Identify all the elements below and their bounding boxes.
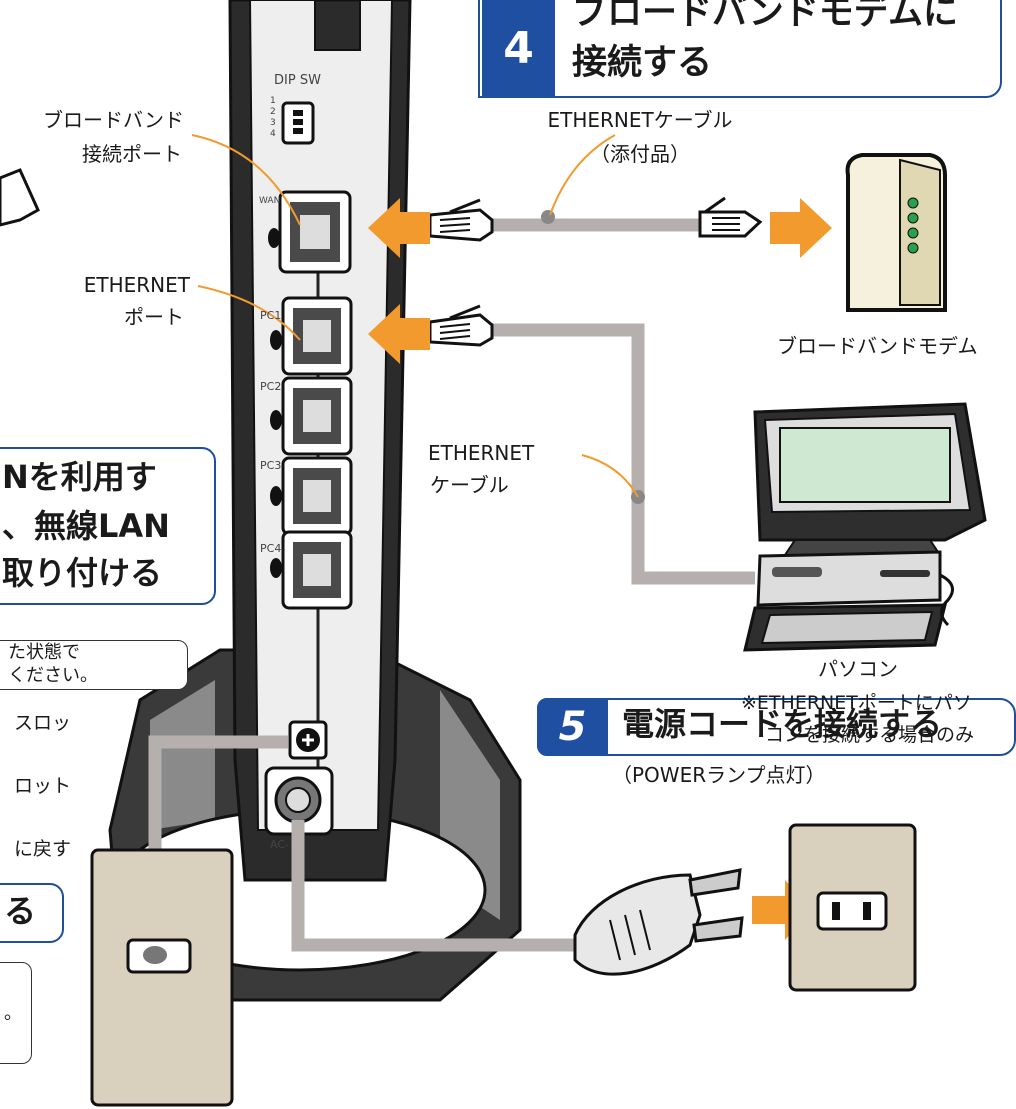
dip-number-4: 4 — [270, 129, 276, 139]
rj45-plug-right-wan — [698, 196, 763, 238]
broadband-port-label-line2: 接続ポート — [82, 142, 182, 166]
arrow-to-wan — [368, 198, 430, 258]
ethernet-port-label-line1: ETHERNET — [83, 273, 190, 297]
note-box — [0, 640, 188, 690]
ethernet-cable-label-line2: ケーブル — [430, 473, 509, 497]
step5-number: 5 — [537, 698, 608, 755]
broadband-modem — [845, 153, 947, 312]
included-cable-label-line2: （添付品） — [590, 142, 690, 166]
partial-card-edge — [0, 168, 40, 227]
pc1-port[interactable] — [270, 296, 353, 376]
leader-lines — [191, 134, 639, 498]
pc-cable — [492, 323, 755, 585]
wan-port[interactable] — [268, 190, 352, 274]
step4-number: 4 — [482, 0, 555, 96]
note-line2: ください。 — [8, 665, 98, 686]
power-cord — [291, 820, 575, 952]
pc4-port[interactable] — [270, 530, 353, 610]
port-label-pc3: PC3 — [260, 459, 282, 472]
dip-switch-label: DIP SW — [274, 73, 321, 88]
modem-label: ブロードバンドモデム — [777, 334, 978, 358]
ethernet-port-label-line2: ポート — [124, 305, 184, 329]
cable-callout-dots — [541, 210, 645, 504]
step-item-3: に戻す — [14, 838, 72, 860]
note-line1: た状態で — [8, 642, 80, 663]
bottom-note-box — [0, 962, 32, 1064]
ground-screw[interactable] — [288, 720, 328, 760]
step5-title-box — [537, 698, 1016, 756]
step4-title-box — [478, 0, 1002, 98]
port-label-wan: WAN — [259, 196, 281, 206]
port-label-pc2: PC2 — [260, 380, 282, 393]
dip-number-1: 1 — [270, 96, 276, 106]
ethernet-cable-label-line1: ETHERNET — [428, 441, 535, 465]
dip-number-3: 3 — [270, 118, 276, 128]
arrow-to-modem — [770, 198, 832, 258]
personal-computer — [743, 402, 987, 652]
arrow-to-pc1 — [368, 304, 430, 364]
wall-outlet-right — [788, 823, 917, 992]
dip-switch[interactable] — [281, 101, 315, 145]
wireless-lan-title-box — [0, 447, 216, 605]
rj45-plug-pc — [428, 304, 494, 347]
wall-outlet-left — [90, 848, 234, 1107]
wireless-lan-title-line3: 取り付ける — [2, 554, 163, 592]
step4-title-line2: 接続する — [572, 43, 713, 83]
dip-number-2: 2 — [270, 107, 276, 117]
rj45-plug-left-wan — [428, 198, 494, 242]
power-plug — [573, 868, 744, 976]
step4-title-line1: ブロードバンドモデムに — [572, 0, 959, 33]
pc3-port[interactable] — [270, 456, 353, 536]
wireless-lan-title-line2: 、無線LAN — [2, 507, 170, 545]
broadband-port-label-line1: ブロードバンド — [43, 108, 184, 132]
step-item-1: スロッ — [14, 712, 72, 734]
port-label-pc1: PC1 — [260, 309, 282, 322]
step5-title: 電源コードを接続する — [622, 705, 943, 743]
wireless-lan-title-line1: Nを利用す — [2, 458, 157, 496]
bottom-note: 。 — [4, 1003, 22, 1024]
pc2-port[interactable] — [270, 376, 353, 456]
router-ports — [268, 190, 353, 610]
pc-note-line1: ※ETHERNETポートにパソ — [741, 692, 972, 714]
step5-subtitle: （POWERランプ点灯） — [612, 763, 826, 787]
bottom-title: る — [4, 892, 37, 930]
step-item-2: ロット — [14, 775, 72, 797]
ac-label: AC- — [270, 838, 289, 851]
included-cable-label-line1: ETHERNETケーブル — [547, 108, 733, 132]
port-label-pc4: PC4 — [260, 542, 282, 555]
bottom-title-box — [0, 883, 64, 943]
pc-label: パソコン — [818, 657, 898, 681]
pc-note-line2: コンを接続する場合のみ — [765, 724, 975, 746]
